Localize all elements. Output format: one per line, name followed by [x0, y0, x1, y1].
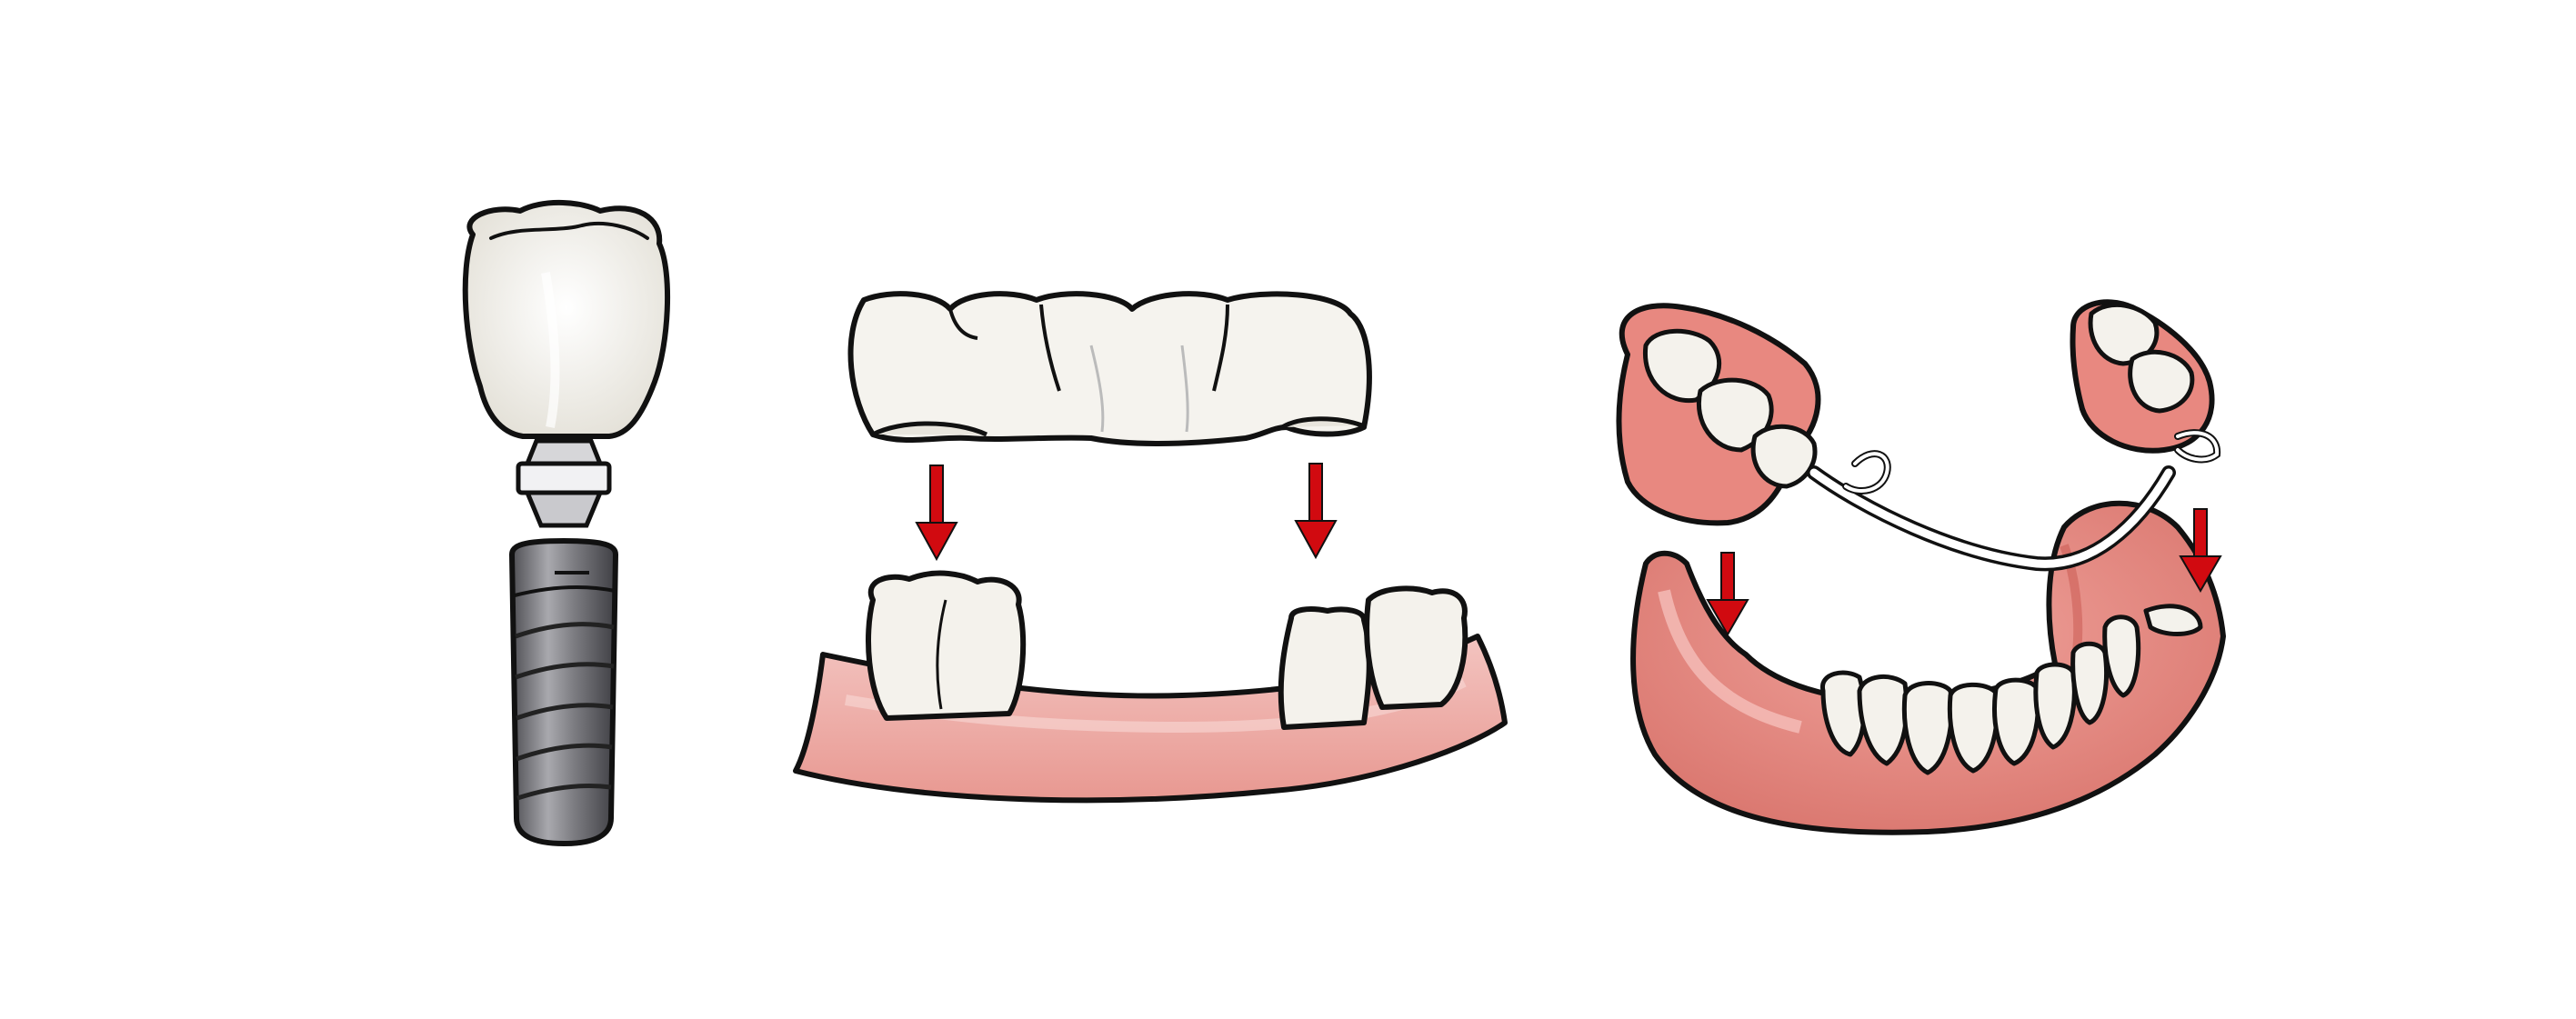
arrow-down-icon	[2179, 508, 2222, 593]
bridge-gum	[793, 634, 1508, 804]
abutment-tooth	[866, 570, 1027, 721]
implant-screw	[509, 538, 618, 846]
bridge-prosthesis	[847, 291, 1372, 446]
implant-crown	[462, 200, 671, 439]
arrow-down-icon	[1706, 552, 1749, 636]
denture-teeth-right	[2088, 302, 2195, 414]
implant-illustration	[462, 200, 671, 846]
partial-denture-illustration	[1616, 299, 2226, 835]
implant-abutment	[516, 438, 612, 528]
bridge-illustration	[793, 291, 1508, 804]
adjacent-tooth	[1364, 585, 1468, 710]
denture-teeth-left	[1642, 328, 1818, 489]
arrow-down-icon	[915, 465, 958, 562]
lower-teeth	[1820, 604, 2203, 775]
arrow-down-icon	[1294, 463, 1338, 560]
abutment-tooth	[1278, 606, 1372, 730]
